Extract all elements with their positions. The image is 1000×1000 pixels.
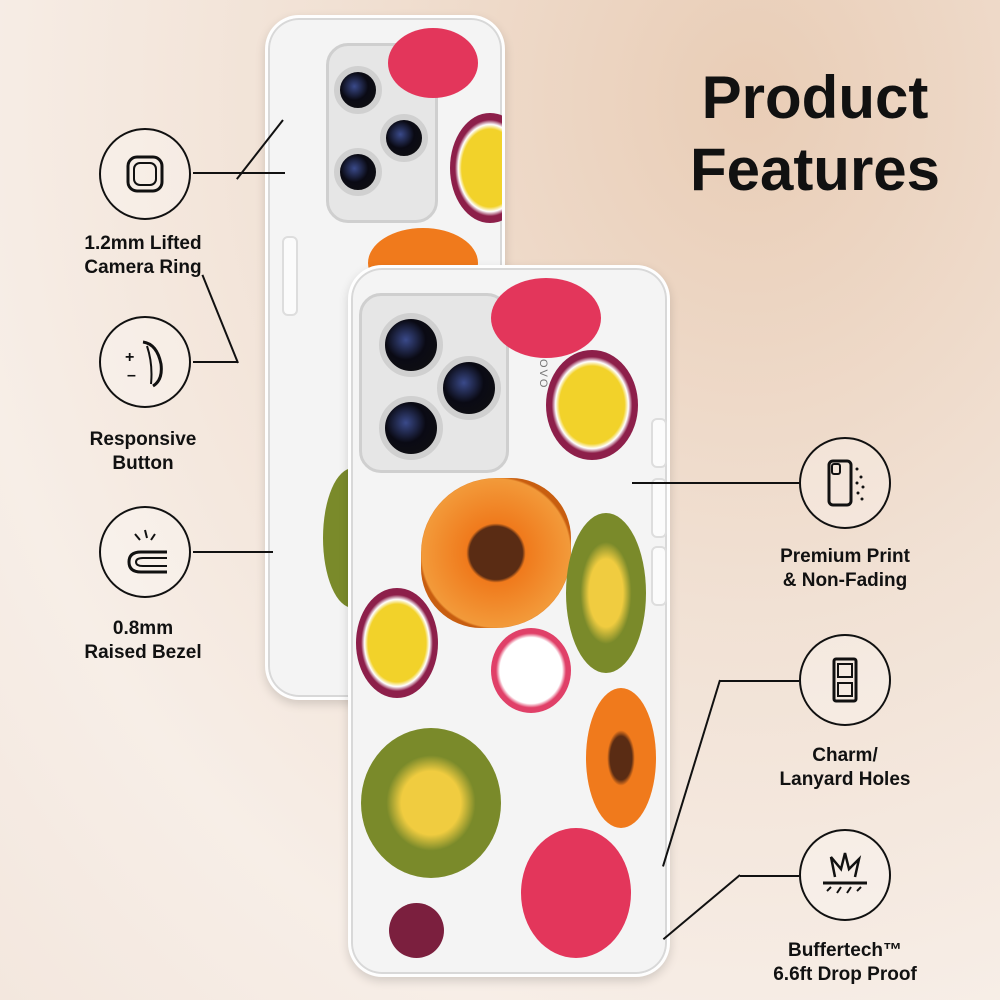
title-line-1: Product: [701, 64, 929, 131]
label-line: Premium Print: [780, 546, 910, 567]
label-line: Camera Ring: [84, 257, 202, 278]
label-line: Raised Bezel: [84, 642, 202, 663]
phone-case-front-view: MOSNOVO: [348, 265, 670, 977]
side-button: [282, 236, 298, 316]
raised-bezel-icon: [99, 506, 191, 598]
dragon-fruit-graphic: [388, 28, 478, 98]
camera-lens: [379, 396, 443, 460]
title-line-2: Features: [689, 136, 941, 203]
side-button: [651, 546, 667, 606]
lanyard-holes-icon: [799, 634, 891, 726]
premium-print-icon: [799, 437, 891, 529]
label-line: 1.2mm Lifted: [84, 233, 202, 254]
passion-fruit-graphic: [356, 588, 438, 698]
label-line: Lanyard Holes: [779, 769, 911, 790]
passion-fruit-graphic: [450, 113, 502, 223]
connector-line: [662, 874, 741, 941]
papaya-graphic: [586, 688, 656, 828]
feature-label-drop-proof: Buffertech™ 6.6ft Drop Proof: [745, 939, 945, 987]
durian-graphic: [361, 728, 501, 878]
side-button: [651, 478, 667, 538]
svg-text:+: +: [125, 349, 134, 366]
rambutan-graphic: [491, 628, 571, 713]
camera-lens: [380, 114, 428, 162]
label-line: Charm/: [812, 745, 878, 766]
camera-lens: [334, 148, 382, 196]
label-line: Buffertech™: [787, 940, 902, 961]
label-line: & Non-Fading: [782, 570, 908, 591]
camera-lens: [437, 356, 501, 420]
connector-line: [662, 679, 721, 867]
label-line: Button: [112, 453, 174, 474]
mangosteen-graphic: [389, 903, 444, 958]
page-title: Product Features: [670, 62, 960, 206]
passion-fruit-graphic: [546, 350, 638, 460]
durian-graphic: [566, 513, 646, 673]
camera-lens: [379, 313, 443, 377]
feature-label-lanyard-holes: Charm/Lanyard Holes: [745, 744, 945, 792]
dragon-fruit-graphic: [521, 828, 631, 958]
connector-line: [740, 875, 799, 877]
papaya-graphic: [421, 478, 571, 628]
dragon-fruit-graphic: [491, 278, 601, 358]
connector-line: [720, 680, 799, 682]
side-button: [651, 418, 667, 468]
camera-lens: [334, 66, 382, 114]
drop-proof-icon: [799, 829, 891, 921]
connector-line: [632, 482, 799, 484]
camera-ring-icon: [99, 128, 191, 220]
label-line: 6.6ft Drop Proof: [773, 964, 917, 985]
connector-line: [193, 551, 273, 553]
responsive-button-icon: +–: [99, 316, 191, 408]
label-line: Responsive: [89, 429, 197, 450]
label-line: 0.8mm: [112, 618, 174, 639]
feature-label-premium-print: Premium Print & Non-Fading: [745, 545, 945, 593]
connector-line: [193, 361, 238, 363]
svg-text:–: –: [127, 367, 136, 384]
connector-line: [201, 274, 239, 364]
